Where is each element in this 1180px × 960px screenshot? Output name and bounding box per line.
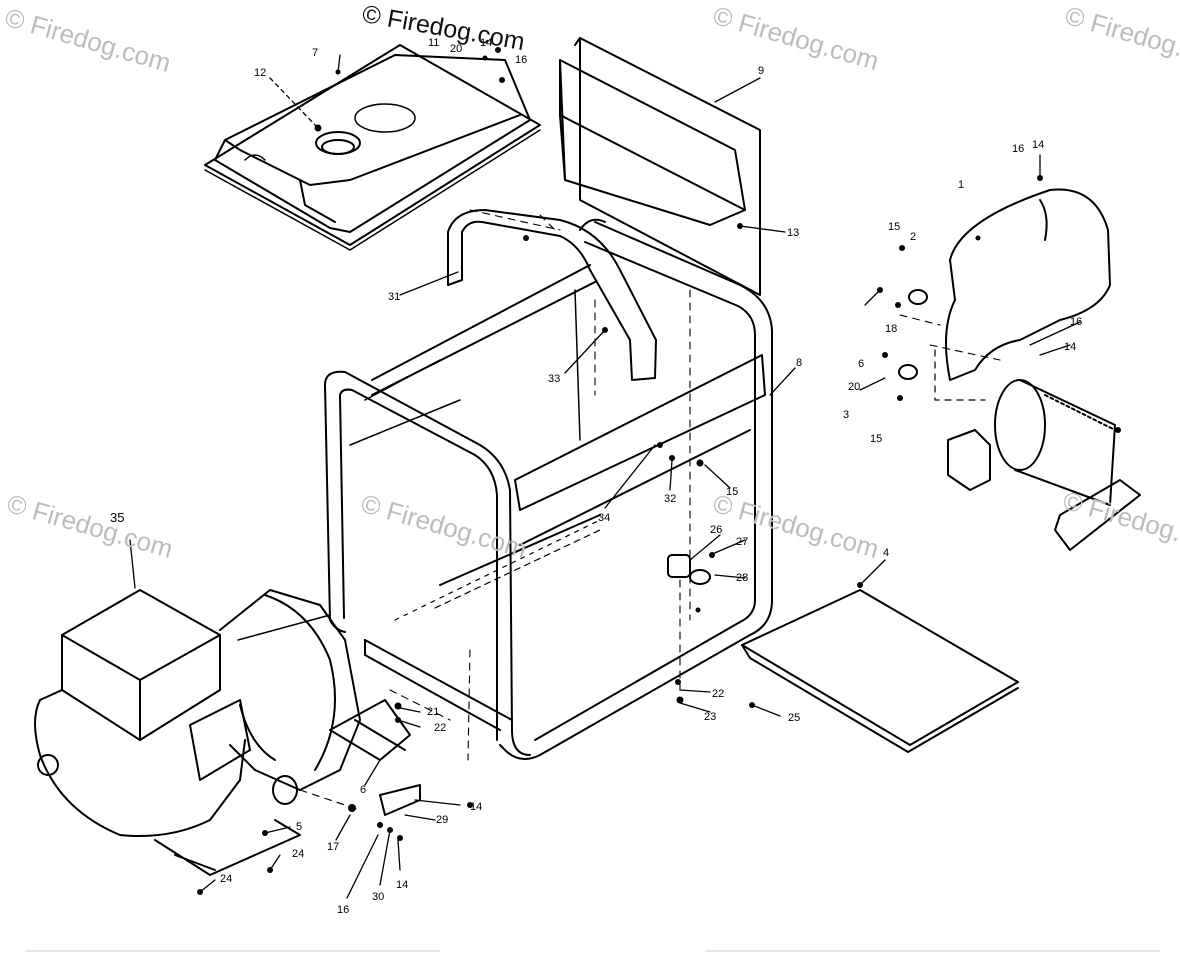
hardware-dots [197, 47, 1121, 895]
callout-32: 32 [664, 493, 676, 505]
callout-25: 25 [788, 712, 800, 724]
callout-15-right: 15 [888, 221, 900, 233]
callout-8: 8 [796, 357, 802, 369]
callout-9: 9 [758, 65, 764, 77]
callout-27: 27 [736, 536, 748, 548]
callout-17: 17 [327, 841, 339, 853]
control-panel-box [559, 37, 761, 296]
callout-21: 21 [427, 706, 439, 718]
fuel-tank [204, 44, 541, 251]
callout-12: 12 [254, 67, 266, 79]
callout-14: 14 [480, 37, 492, 49]
callout-13: 13 [787, 227, 799, 239]
callout-14-low: 14 [396, 879, 408, 891]
bracket-3 [898, 289, 928, 380]
callout-11: 11 [428, 37, 439, 49]
callout-20: 20 [450, 43, 462, 55]
callout-35: 35 [110, 510, 124, 525]
callout-6-right: 6 [858, 358, 864, 370]
callout-labels: 7 11 20 14 16 12 9 13 31 33 8 32 15 34 1… [110, 37, 1082, 916]
callout-28: 28 [736, 572, 748, 584]
engine [34, 589, 301, 876]
callout-14-left: 14 [470, 801, 482, 813]
tubular-frame [324, 218, 773, 760]
callout-4: 4 [883, 547, 889, 559]
callout-24-low: 24 [220, 873, 232, 885]
callout-20-right: 20 [848, 381, 860, 393]
callout-6-left: 6 [360, 784, 366, 796]
footer-divider [25, 950, 440, 952]
callout-23: 23 [704, 711, 716, 723]
callout-2: 2 [910, 231, 916, 243]
callout-30: 30 [372, 891, 384, 903]
callout-16-alt: 16 [1070, 316, 1082, 328]
leader-lines [129, 54, 1081, 899]
alternator [934, 188, 1141, 551]
callout-3: 3 [843, 409, 849, 421]
callout-22-left: 22 [434, 722, 446, 734]
callout-24: 24 [292, 848, 304, 860]
generator-end [219, 589, 421, 816]
callout-22: 22 [712, 688, 724, 700]
callout-31: 31 [388, 291, 400, 303]
callout-5: 5 [296, 821, 302, 833]
callout-34: 34 [598, 512, 610, 524]
callout-1: 1 [958, 179, 964, 191]
footer-divider [705, 950, 1160, 952]
callout-29: 29 [436, 814, 448, 826]
callout-33: 33 [548, 373, 560, 385]
callout-16: 16 [515, 54, 527, 66]
callout-7: 7 [312, 47, 318, 59]
fuel-cap-valve-26 [667, 554, 711, 585]
callout-14-right: 14 [1032, 139, 1044, 151]
callout-16-right: 16 [1012, 143, 1024, 155]
callout-16-low: 16 [337, 904, 349, 916]
assembly-lines [299, 209, 1001, 811]
callout-18: 18 [885, 323, 897, 335]
callout-15-alt: 15 [870, 433, 882, 445]
callout-14-alt: 14 [1064, 341, 1076, 353]
callout-15: 15 [726, 486, 738, 498]
lifting-handle [447, 209, 657, 381]
battery-tray [741, 589, 1019, 753]
callout-26: 26 [710, 524, 722, 536]
